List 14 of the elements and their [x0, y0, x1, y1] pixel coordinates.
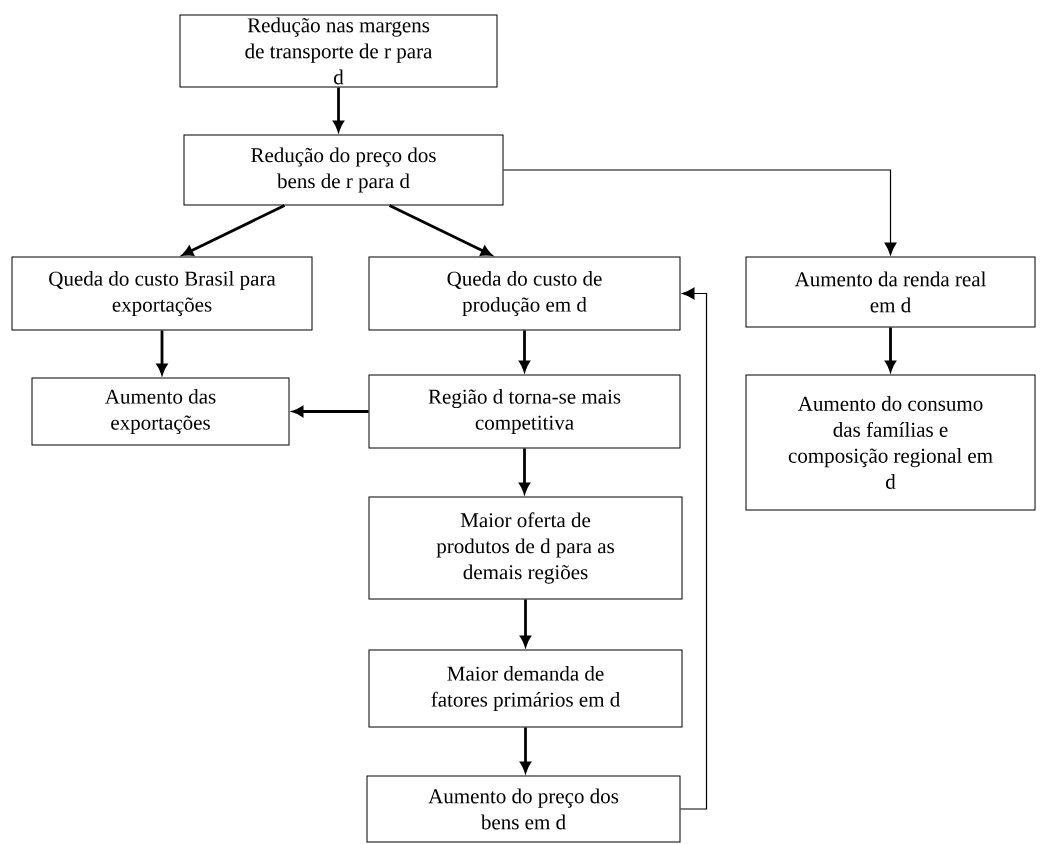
- process-box: Aumento do consumo das famílias e composição regional em d: [745, 374, 1036, 511]
- arrow: [679, 287, 708, 810]
- process-box: Queda do custo Brasil para exportações: [11, 256, 313, 331]
- process-box: Redução do preço dos bens de r para d: [183, 134, 504, 206]
- process-box: Maior demanda de fatores primários em d: [368, 649, 683, 728]
- process-box: Redução nas margens de transporte de r para d: [179, 14, 498, 88]
- process-box: Aumento das exportações: [31, 377, 290, 446]
- process-box: Aumento do preço dos bens em d: [366, 775, 681, 843]
- arrow: [502, 169, 897, 256]
- process-box: Queda do custo de produção em d: [368, 256, 681, 331]
- process-box: Região d torna-se mais competitiva: [368, 374, 681, 449]
- process-box: Maior oferta de produtos de d para as demais regiões: [368, 496, 683, 600]
- process-box: Aumento da renda real em d: [745, 256, 1036, 328]
- arrow: [156, 330, 168, 375]
